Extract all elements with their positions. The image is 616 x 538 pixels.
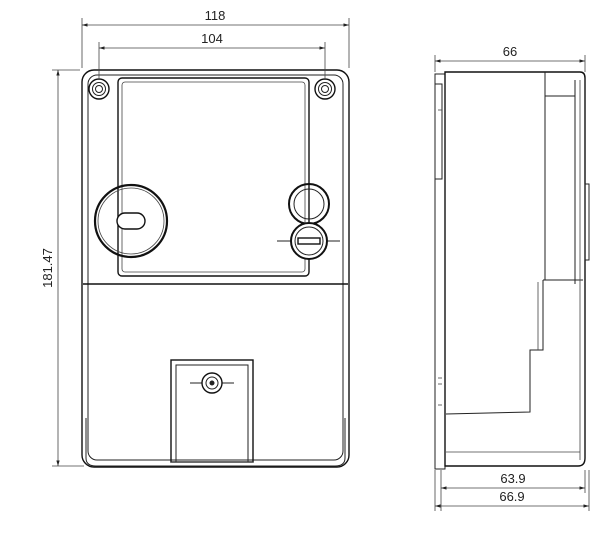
display-window-inner bbox=[121, 81, 306, 273]
dim-63-9-label: 63.9 bbox=[500, 471, 525, 486]
dim-66-9-label: 66.9 bbox=[499, 489, 524, 504]
side-mount-clip-top bbox=[434, 83, 443, 180]
seal-screw-icon bbox=[277, 222, 340, 260]
front-view: 118 104 181.47 bbox=[40, 8, 350, 468]
dim-front-height: 181.47 bbox=[40, 69, 84, 467]
front-outer-outline bbox=[81, 69, 350, 468]
dim-front-total-width: 118 bbox=[81, 8, 350, 68]
dim-104-label: 104 bbox=[201, 31, 223, 46]
optical-port-icon bbox=[93, 183, 169, 259]
side-front-cover bbox=[544, 72, 576, 284]
display-window bbox=[117, 77, 310, 277]
side-mount-plate bbox=[434, 73, 446, 470]
screw-top-right-icon bbox=[314, 78, 336, 100]
front-bottom-lip bbox=[85, 418, 346, 467]
side-right-tab bbox=[584, 183, 590, 261]
dim-side-outer-depth: 66.9 bbox=[434, 470, 590, 511]
dim-118-label: 118 bbox=[205, 8, 226, 23]
screw-top-left-icon bbox=[88, 78, 110, 100]
dim-181-label: 181.47 bbox=[40, 248, 55, 288]
dim-side-top-depth: 66 bbox=[434, 44, 586, 72]
side-body-outline bbox=[444, 71, 586, 467]
front-inner-outline bbox=[87, 74, 344, 461]
cover-seal-screw-icon bbox=[190, 372, 234, 394]
side-view: 66 63.9 66.9 bbox=[434, 44, 590, 511]
dim-66-label: 66 bbox=[503, 44, 517, 59]
dim-front-inner-width: 104 bbox=[98, 31, 326, 78]
dim-side-inner-depth: 63.9 bbox=[440, 470, 586, 511]
side-terminal-profile bbox=[445, 280, 544, 415]
